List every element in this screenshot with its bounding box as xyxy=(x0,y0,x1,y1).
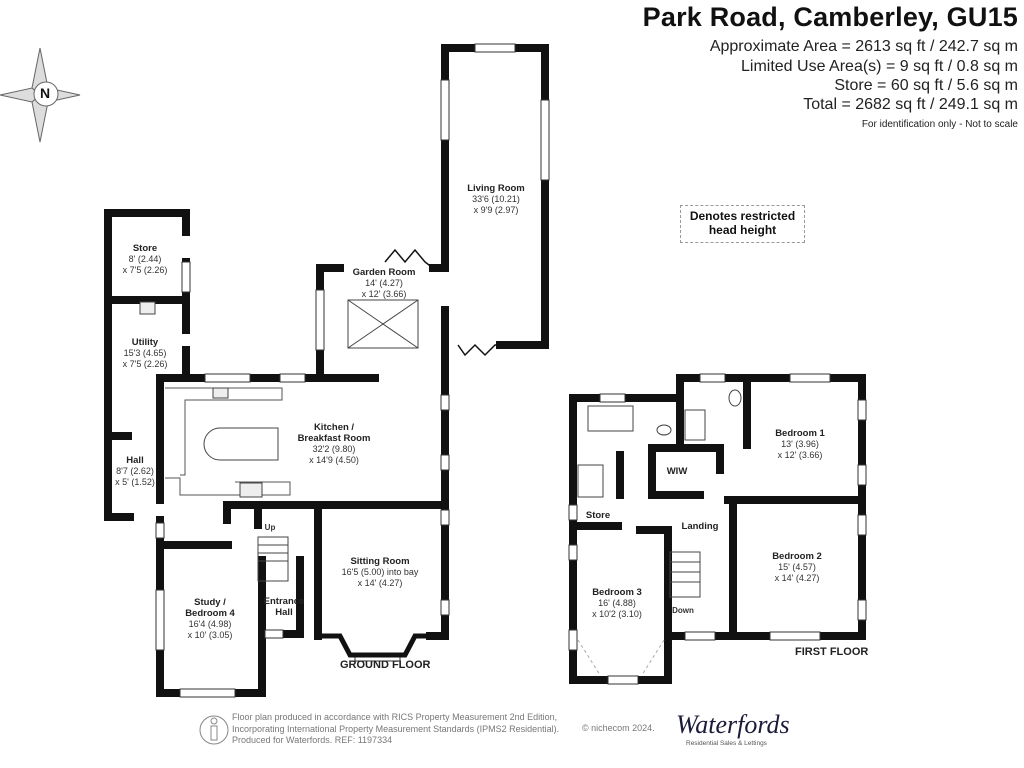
room-entrance-hall: Entrance Hall xyxy=(262,596,306,618)
first-floor-walls xyxy=(569,374,866,684)
room-name: Hall xyxy=(126,455,144,466)
waterfords-logo: Waterfords xyxy=(676,710,790,739)
scale-note: For identification only - Not to scale xyxy=(861,119,1018,130)
kitchen-worktop xyxy=(165,387,283,476)
footer-line: Floor plan produced in accordance with R… xyxy=(232,712,558,722)
room-name: Study / Bedroom 4 xyxy=(185,597,235,619)
room-name: Bedroom 3 xyxy=(592,587,642,598)
room-dim: 8'7 (2.62) xyxy=(116,466,154,476)
room-name: Bedroom 2 xyxy=(772,551,822,562)
area-total: Total = 2682 sq ft / 249.1 sq m xyxy=(803,96,1018,113)
bifold-door-living[interactable] xyxy=(457,343,500,357)
room-name: Garden Room xyxy=(352,267,416,278)
bifold-door-garden[interactable] xyxy=(384,248,434,269)
room-dim: 16'5 (5.00) into bay xyxy=(341,567,419,577)
room-dim: 14' (4.27) xyxy=(365,278,403,288)
room-dim: x 10' (3.05) xyxy=(187,630,233,640)
footer-text: Floor plan produced in accordance with R… xyxy=(232,712,559,747)
kitchen-island xyxy=(203,427,279,461)
first-floor-windows xyxy=(568,373,867,685)
room-name: Sitting Room xyxy=(350,556,410,567)
compass-north-label: N xyxy=(40,85,51,101)
utility-sink-icon xyxy=(139,301,156,315)
room-dim: 16' (4.88) xyxy=(598,598,636,608)
room-name: Landing xyxy=(681,521,719,532)
room-name: Bedroom 1 xyxy=(775,428,825,439)
stairs-down[interactable] xyxy=(669,551,701,598)
room-dim: x 14' (4.27) xyxy=(774,573,820,583)
footer-line: Incorporating International Property Mea… xyxy=(232,723,560,734)
hob-icon xyxy=(239,482,263,498)
restricted-height-legend: Denotes restricted head height xyxy=(680,205,805,243)
area-limited: Limited Use Area(s) = 9 sq ft / 0.8 sq m xyxy=(741,58,1018,75)
room-dim: x 12' (3.66) xyxy=(361,289,407,299)
room-name: WIW xyxy=(666,466,688,477)
room-dim: x 14'9 (4.50) xyxy=(309,455,359,465)
room-first-store: Store xyxy=(586,510,610,521)
bathroom-fixtures xyxy=(577,389,742,498)
room-dim: 13' (3.96) xyxy=(781,439,819,449)
kitchen-worktop-lower xyxy=(165,477,291,496)
stairs-up[interactable] xyxy=(257,536,289,582)
footer-line: Produced for Waterfords. REF: 1197334 xyxy=(232,735,393,745)
room-name: Store xyxy=(585,510,611,521)
room-dim: 15'3 (4.65) xyxy=(123,348,167,358)
restricted-height-area xyxy=(577,639,665,676)
stairs-up-label: Up xyxy=(264,523,276,532)
person-info-icon xyxy=(199,715,229,745)
sitting-room-bay xyxy=(318,633,445,658)
room-dim: x 5' (1.52) xyxy=(115,477,155,487)
room-dim: 16'4 (4.98) xyxy=(188,619,232,629)
room-landing: Landing xyxy=(682,521,719,532)
room-dim: x 7'5 (2.26) xyxy=(122,265,168,275)
room-name: Entrance Hall xyxy=(263,596,305,618)
roof-lantern xyxy=(347,299,419,349)
room-dim: 32'2 (9.80) xyxy=(312,444,356,454)
ground-floor-walls xyxy=(104,44,549,697)
sink-icon xyxy=(212,387,229,399)
room-dim: x 9'9 (2.97) xyxy=(473,205,519,215)
room-name: Utility xyxy=(131,337,159,348)
room-name: Living Room xyxy=(467,183,525,194)
compass-icon xyxy=(0,47,81,143)
ground-floor-windows xyxy=(155,43,550,698)
first-floor-label: FIRST FLOOR xyxy=(795,646,869,658)
area-approx: Approximate Area = 2613 sq ft / 242.7 sq… xyxy=(709,38,1018,55)
room-dim: 15' (4.57) xyxy=(778,562,816,572)
room-dim: x 7'5 (2.26) xyxy=(122,359,168,369)
ground-floor-label: GROUND FLOOR xyxy=(340,659,431,671)
area-store: Store = 60 sq ft / 5.6 sq m xyxy=(834,77,1018,94)
room-dim: x 14' (4.27) xyxy=(357,578,403,588)
room-name: Store xyxy=(132,243,158,254)
room-dim: x 10'2 (3.10) xyxy=(592,609,642,619)
room-wiw: WIW xyxy=(667,466,688,477)
copyright: © nichecom 2024. xyxy=(582,723,655,733)
stairs-down-label: Down xyxy=(672,606,694,615)
logo-tagline: Residential Sales & Lettings xyxy=(686,740,767,747)
room-dim: 8' (2.44) xyxy=(128,254,162,264)
room-name: Kitchen / Breakfast Room xyxy=(297,422,371,444)
room-dim: 33'6 (10.21) xyxy=(472,194,520,204)
property-title: Park Road, Camberley, GU15 xyxy=(642,2,1018,32)
room-dim: x 12' (3.66) xyxy=(777,450,823,460)
